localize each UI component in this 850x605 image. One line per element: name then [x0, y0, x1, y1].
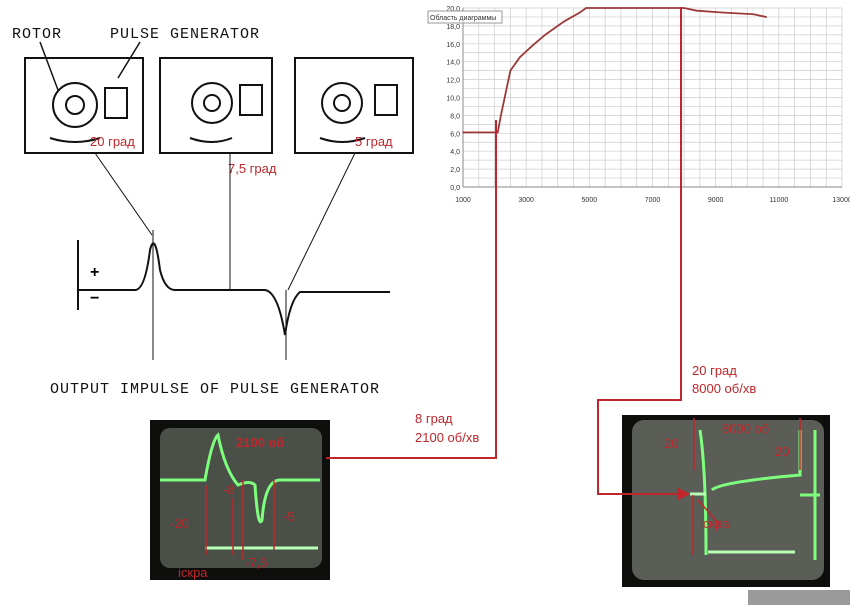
- data-point: [462, 131, 464, 134]
- chart-tooltip-box: [427, 10, 503, 24]
- y-tick-label: 18,0: [446, 24, 460, 31]
- right-note-line1: 20 град: [692, 363, 737, 378]
- pulse-waveform: [78, 242, 390, 336]
- left-note-line1: 8 град: [415, 411, 453, 426]
- oscilloscope-right: 8000 об 20 20 іскра: [622, 415, 830, 587]
- scope-left-75: -7,5: [245, 555, 267, 570]
- data-point: [563, 20, 565, 23]
- angle-label-1: 20 град: [90, 134, 135, 149]
- minus-sign: −: [90, 290, 99, 307]
- data-point: [579, 11, 581, 14]
- y-tick-label: 6,0: [450, 131, 460, 138]
- scope-left-rpm: 2100 об: [236, 435, 285, 450]
- data-point: [500, 114, 502, 117]
- rotor-label: ROTOR: [12, 26, 62, 43]
- y-tick-label: 4,0: [450, 149, 460, 156]
- left-note-line2: 2100 об/хв: [415, 430, 479, 445]
- y-tick-label: 8,0: [450, 113, 460, 120]
- x-tick-label: 5000: [582, 197, 598, 204]
- advance-chart: 1000 3000 5000 7000 9000 11000 13000 0,0 2,0 4,0 6…: [446, 6, 850, 204]
- data-point: [721, 11, 723, 14]
- data-point: [683, 7, 685, 9]
- corner-bar: [748, 590, 850, 605]
- y-tick-label: 14,0: [446, 60, 460, 67]
- x-tick-label: 3000: [518, 197, 534, 204]
- x-tick-label: 11000: [769, 197, 788, 204]
- scope-right-20-right: 20: [775, 444, 789, 459]
- rotor-panel-1: [24, 57, 144, 154]
- plus-sign: +: [90, 264, 99, 281]
- data-point: [752, 13, 755, 16]
- y-tick-label: 12,0: [446, 78, 460, 85]
- scope-left-5: -5: [283, 509, 295, 524]
- data-point: [496, 131, 499, 134]
- data-point: [519, 56, 521, 59]
- angle-label-2: 7,5 град: [228, 161, 277, 176]
- y-tick-label: 0,0: [450, 185, 460, 192]
- pulse-generator-label: PULSE GENERATOR: [110, 26, 260, 43]
- angle-label-3: 5 град: [355, 134, 393, 149]
- caption: OUTPUT IMPULSE OF PULSE GENERATOR: [50, 381, 380, 398]
- y-tick-label: 20,0: [446, 6, 460, 13]
- series-line: [463, 7, 767, 134]
- y-tick-label: 2,0: [450, 167, 460, 174]
- data-point: [585, 7, 587, 9]
- rotor-panel-2: [159, 57, 273, 154]
- x-tick-label: 1000: [455, 197, 471, 204]
- scope-right-20-left: 20: [664, 436, 678, 451]
- scope-right-rpm: 8000 об: [722, 421, 769, 436]
- data-point: [765, 16, 767, 18]
- rotor-panel-3: [294, 57, 414, 154]
- right-note-line2: 8000 об/хв: [692, 381, 756, 396]
- x-tick-label: 9000: [708, 197, 724, 204]
- chart-tooltip: Область диаграммы: [430, 14, 496, 22]
- y-tick-label: 16,0: [446, 42, 460, 49]
- scope-left-20: -20: [170, 516, 189, 531]
- x-tick-label: 13000: [832, 197, 850, 204]
- data-point: [544, 34, 546, 36]
- connector-lines: [326, 7, 691, 501]
- data-point: [531, 44, 534, 47]
- scope-left-spark: іскра: [178, 565, 208, 580]
- scope-left-8: -8: [223, 482, 235, 497]
- data-point: [695, 9, 698, 12]
- y-tick-label: 10,0: [446, 96, 460, 103]
- data-point: [509, 69, 512, 72]
- data-point: [504, 92, 507, 94]
- x-tick-label: 7000: [645, 197, 661, 204]
- scope-right-spark: іскра: [700, 516, 730, 531]
- oscilloscope-left: 2100 об -20 -8 -5 -7,5 іскра: [150, 420, 330, 580]
